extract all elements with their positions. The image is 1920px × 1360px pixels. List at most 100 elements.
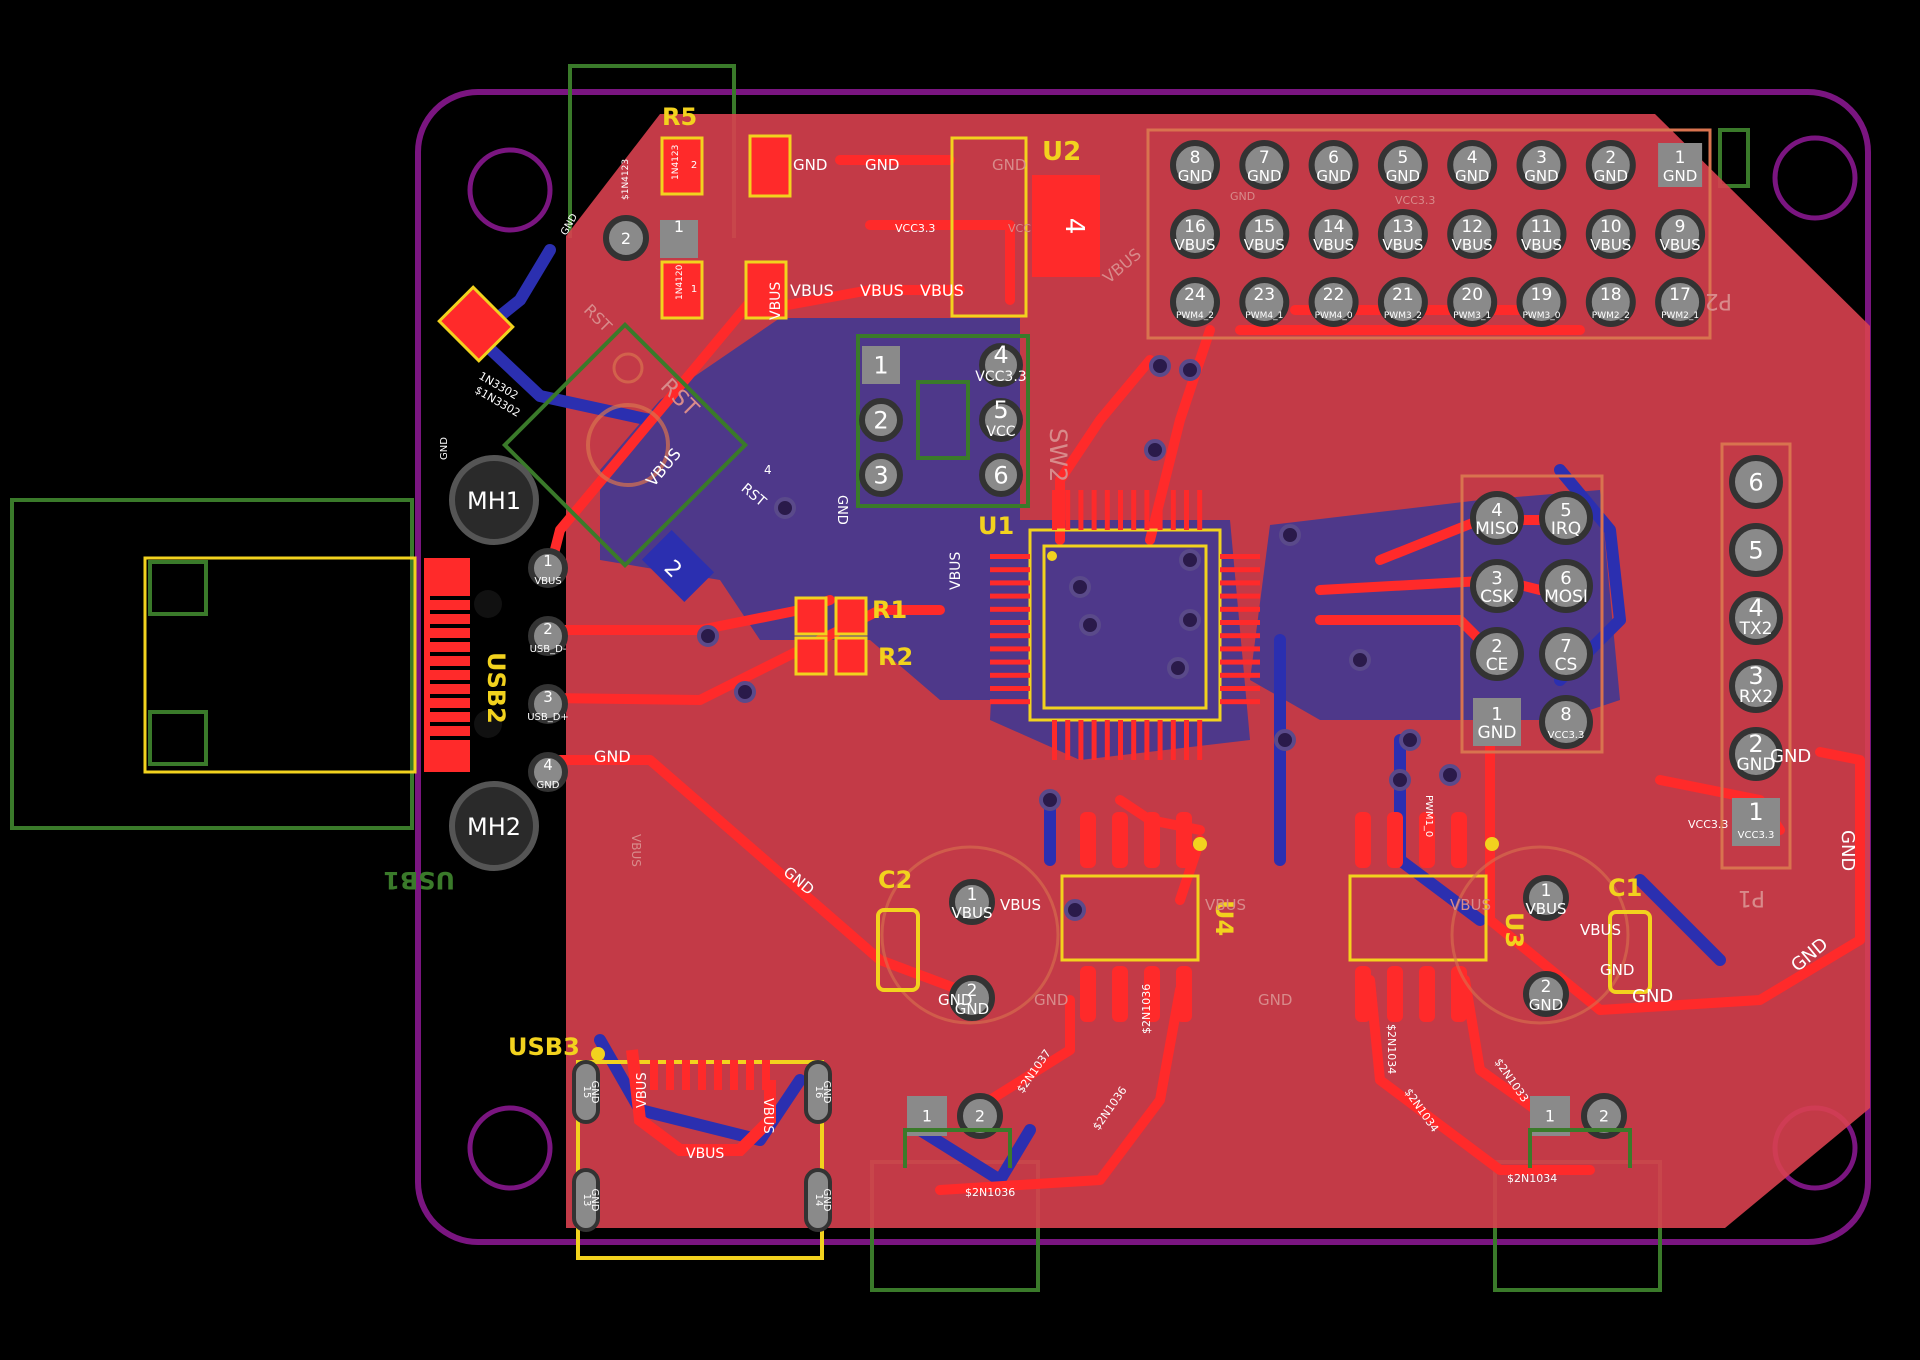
u2-net-vcc33: VCC3.3	[895, 222, 935, 235]
sw2-pin-3-shape	[859, 453, 903, 497]
usb1-pin-2-shape	[528, 616, 568, 656]
radio-pin-1-net: GND	[1478, 723, 1517, 743]
p2-pin-14-number: 14	[1323, 217, 1345, 237]
radio-pin-6-shape	[1539, 559, 1593, 613]
c1-outline	[1450, 845, 1630, 1025]
u1-pin-top	[1118, 490, 1123, 530]
u4-pad-bottom	[1176, 966, 1192, 1022]
sw2-pin-5-number: 5	[993, 396, 1008, 424]
u1-pin-top	[1078, 490, 1084, 530]
radio-pin-3-shape	[1470, 559, 1524, 613]
mount-hole-ring-icon	[467, 1105, 553, 1191]
u3-pad-bottom	[1387, 966, 1403, 1022]
sw2-pin-6: 6	[979, 453, 1023, 497]
r5-pin-2: 2	[691, 160, 697, 171]
u1-pin-top	[1170, 490, 1176, 530]
p2-pin-10-net: VBUS	[1590, 236, 1631, 254]
p1-pin-5: 5	[1729, 523, 1783, 577]
sw2-outline	[856, 334, 1030, 508]
gnd-pad-net-2: GND	[865, 156, 899, 174]
via-dot-icon	[697, 625, 719, 647]
p2-pin-21-number: 21	[1392, 285, 1414, 305]
led-pin-1: 1	[674, 217, 684, 236]
c1-pin-2-shape	[1523, 971, 1569, 1017]
usb3-pin-net: GND	[589, 1081, 600, 1104]
u1-pin-left	[990, 686, 1030, 691]
usb1-pin-4-shape	[528, 752, 568, 792]
sw2-pin-3: 3	[859, 453, 903, 497]
via-dot-icon	[1179, 609, 1201, 631]
p2-pin-2-number: 2	[1605, 148, 1616, 168]
radio-pin-2-number: 2	[1491, 636, 1502, 657]
usb1-pin-4-number: 4	[543, 756, 553, 774]
u1-pin-left	[990, 672, 1030, 678]
p2-pin-17-shape	[1655, 277, 1706, 327]
via-dot-icon	[1149, 355, 1171, 377]
u1-pin-left	[990, 580, 1030, 586]
u1-pin-bottom	[1091, 720, 1097, 760]
p2-pin-19-shape	[1516, 277, 1567, 327]
p2-pin-19-number: 19	[1531, 285, 1553, 305]
net-vbus-4: VBUS	[768, 282, 784, 320]
radio-pin-7-shape	[1539, 627, 1593, 681]
usb1-pin-3-net: USB_D+	[527, 712, 569, 723]
radio-pin-3-number: 3	[1491, 568, 1502, 589]
u1-pin-left	[990, 699, 1030, 705]
u2-net-vcc: VCC	[1008, 222, 1031, 235]
p2-pin-13-shape	[1377, 209, 1428, 259]
led-pad-2	[603, 215, 649, 261]
p2-pin-18-number: 18	[1600, 285, 1622, 305]
u1-pin-left	[990, 620, 1030, 625]
p2-pin-8-number: 8	[1190, 148, 1201, 168]
p2-pin-9-number: 9	[1675, 217, 1686, 237]
u1-pin-bottom	[1078, 720, 1084, 760]
m1-pin-2: 2	[957, 1093, 1003, 1139]
p2-pin-17-net: PWM2_1	[1661, 311, 1699, 321]
u2-tab-number: 4	[1059, 218, 1089, 235]
p2-pin-1-shape	[1658, 143, 1703, 187]
p1-header-frame	[1720, 442, 1792, 870]
p2-pin-14-shape	[1308, 209, 1359, 259]
u4-pad-top	[1176, 812, 1192, 868]
mh2-label: MH2	[467, 813, 521, 841]
via-dot-icon	[1274, 729, 1296, 751]
c2-pin-2-shape	[949, 975, 995, 1021]
p2-pin-10-shape	[1585, 209, 1636, 259]
p1-pin-4-number: 4	[1748, 594, 1763, 622]
usb3-label: USB3	[508, 1033, 580, 1061]
via-dot-icon	[1279, 524, 1301, 546]
c1-pin-1-shape	[1523, 875, 1569, 921]
radio-header-frame	[1460, 474, 1604, 754]
led-pad-1	[660, 220, 698, 258]
p2-pin-24-number: 24	[1184, 285, 1206, 305]
usb3-vbus-trace	[626, 1049, 776, 1156]
via-dot-icon	[1179, 359, 1201, 381]
u3-pad-top	[1451, 812, 1467, 868]
p2-pin-24-shape	[1170, 277, 1220, 327]
m1-pin-2-number: 2	[975, 1107, 985, 1126]
p2-pin-13-net: VBUS	[1382, 236, 1423, 254]
p2-header-frame	[1146, 128, 1712, 340]
u1-pin-bottom	[1052, 720, 1057, 760]
p2-pin-3-net: GND	[1524, 167, 1558, 185]
rst-pad-4: 4	[764, 463, 772, 477]
p2-vcc-label: VCC3.3	[1395, 194, 1435, 207]
radio-pin-8-shape	[1539, 695, 1593, 749]
p2-pin-1-number: 1	[1675, 148, 1686, 168]
c2-pin-2-number: 2	[967, 981, 978, 1001]
m2-pin-2: 2	[1581, 1093, 1627, 1139]
u2-outline	[950, 136, 1028, 318]
net-1036-a: $2N1036	[965, 1186, 1015, 1199]
usb2-label: USB2	[482, 652, 510, 724]
c2-pin-2-net: GND	[955, 1000, 989, 1018]
